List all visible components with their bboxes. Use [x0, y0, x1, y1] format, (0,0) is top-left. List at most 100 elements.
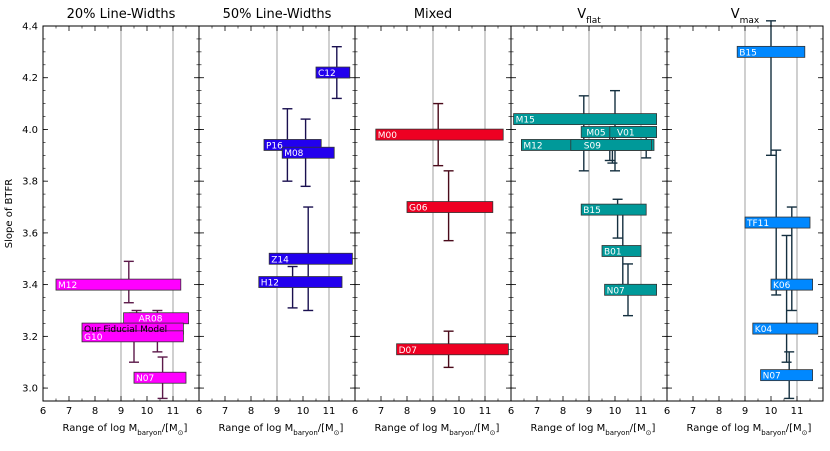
x-tick-label: 7 [66, 406, 72, 417]
x-tick-label: 7 [222, 406, 228, 417]
x-tick-label: 9 [586, 406, 592, 417]
bar-label: M12 [523, 141, 542, 151]
bar-label: TF11 [746, 219, 769, 229]
range-bar [375, 128, 504, 141]
range-bar [513, 113, 657, 126]
x-tick-label: 11 [479, 406, 492, 417]
range-bar [258, 276, 343, 288]
y-tick-label: 4.2 [22, 73, 38, 84]
x-tick-label: 8 [248, 406, 254, 417]
range-bar [81, 330, 184, 343]
x-tick-label: 9 [742, 406, 748, 417]
bar-label: B15 [583, 206, 601, 216]
bar-label: N07 [136, 374, 154, 384]
bar-label: M12 [58, 281, 77, 291]
range-bar [406, 201, 494, 213]
x-tick-label: 6 [196, 406, 202, 417]
panel-title: 20% Line-Widths [67, 7, 176, 22]
y-tick-label: 4.0 [22, 125, 38, 136]
x-tick-label: 10 [453, 406, 466, 417]
panel-title: Mixed [414, 7, 452, 22]
x-tick-label: 6 [664, 406, 670, 417]
y-axis-label: Slope of BTFR [4, 179, 15, 248]
bar-label: B15 [739, 48, 757, 58]
range-bar [396, 343, 509, 356]
range-bar [133, 371, 187, 384]
range-bar [760, 369, 813, 382]
x-axis-label: Range of log Mbaryon/[M⊙] [531, 423, 656, 437]
x-axis-label: Range of log Mbaryon/[M⊙] [63, 423, 188, 437]
panel-title: 50% Line-Widths [223, 7, 332, 22]
panel-title: Vflat [577, 7, 601, 26]
bar-label: P16 [266, 141, 283, 151]
bar-label: K04 [755, 325, 773, 335]
y-tick-label: 3.8 [22, 177, 38, 188]
panel-frame [666, 25, 824, 402]
bar-label: C12 [318, 69, 336, 79]
range-bar [281, 146, 335, 159]
range-bar [752, 322, 819, 335]
bar-label: D07 [399, 346, 417, 356]
y-tick-label: 3.2 [22, 332, 38, 343]
x-axis-label: Range of log Mbaryon/[M⊙] [375, 423, 500, 437]
range-bar [770, 278, 813, 291]
x-tick-label: 9 [430, 406, 436, 417]
panel-title: Vmax [731, 7, 760, 26]
panel-title-subscript: flat [586, 16, 601, 26]
x-axis-label: Range of log Mbaryon/[M⊙] [219, 423, 344, 437]
x-tick-label: 11 [323, 406, 336, 417]
bar-label: H12 [261, 279, 279, 289]
x-tick-label: 10 [141, 406, 154, 417]
x-tick-label: 6 [352, 406, 358, 417]
bar-label: G10 [84, 333, 103, 343]
x-tick-label: 7 [534, 406, 540, 417]
x-tick-label: 10 [765, 406, 778, 417]
x-tick-label: 10 [609, 406, 622, 417]
bar-label: V01 [617, 129, 635, 139]
range-bar [744, 216, 811, 229]
bar-label: AR08 [139, 315, 163, 325]
x-tick-label: 8 [404, 406, 410, 417]
bar-label: Z14 [271, 255, 289, 265]
x-tick-label: 6 [40, 406, 46, 417]
x-tick-label: 8 [716, 406, 722, 417]
y-tick-label: 3.0 [22, 384, 38, 395]
bar-label: K06 [773, 281, 791, 291]
range-bar [601, 245, 642, 257]
bar-label: M05 [586, 129, 605, 139]
bar-label: N07 [763, 372, 781, 382]
x-tick-label: 7 [378, 406, 384, 417]
range-bar [580, 203, 647, 216]
bar-label: S09 [584, 141, 601, 151]
range-bar [736, 45, 806, 58]
y-tick-label: 3.4 [22, 280, 38, 291]
range-bar [55, 278, 182, 291]
panel-title-subscript: max [740, 16, 760, 26]
x-tick-label: 10 [297, 406, 310, 417]
x-tick-label: 11 [167, 406, 180, 417]
x-tick-label: 9 [118, 406, 124, 417]
x-tick-label: 8 [560, 406, 566, 417]
x-tick-label: 7 [690, 406, 696, 417]
x-tick-label: 11 [635, 406, 648, 417]
bar-label: N07 [607, 286, 625, 296]
y-tick-label: 4.4 [22, 22, 38, 33]
x-tick-label: 8 [92, 406, 98, 417]
range-bar [315, 66, 351, 79]
bar-label: B01 [604, 248, 622, 258]
bar-label: M08 [284, 149, 303, 159]
x-tick-label: 9 [274, 406, 280, 417]
bar-label: M15 [516, 116, 535, 126]
range-bar [570, 139, 652, 151]
bar-label: Our Fiducial Model [84, 325, 167, 335]
x-axis-label: Range of log Mbaryon/[M⊙] [687, 423, 812, 437]
y-tick-label: 3.6 [22, 228, 38, 239]
bar-label: M00 [378, 131, 397, 141]
